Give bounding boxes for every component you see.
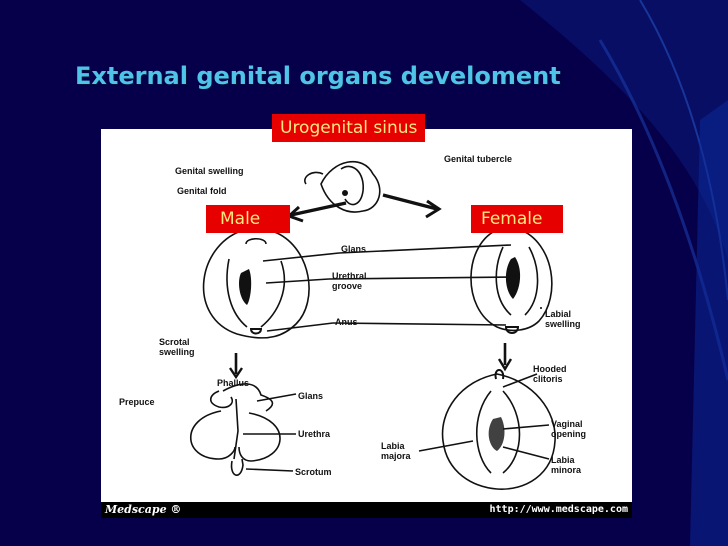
label-urethra: Urethra — [298, 429, 331, 439]
source-url: http://www.medscape.com — [489, 504, 628, 515]
label-anus: Anus — [335, 317, 358, 327]
label-glans-bottom: Glans — [298, 391, 324, 401]
label-scrotum: Scrotum — [295, 467, 332, 477]
label-labial-swelling: Labial swelling — [545, 309, 581, 329]
slide-title: External genital organs develoment — [75, 62, 561, 90]
label-glans-top: Glans — [341, 244, 367, 254]
urogenital-sinus-label: Urogenital sinus — [272, 114, 426, 142]
label-urethral-groove: Urethral groove — [332, 271, 367, 291]
label-vaginal-opening: Vaginal opening — [551, 419, 586, 439]
label-prepuce: Prepuce — [119, 397, 155, 407]
label-genital-fold: Genital fold — [177, 186, 227, 196]
medscape-logo: Medscape ® — [105, 503, 182, 516]
figure-drawing — [190, 160, 556, 490]
embryology-figure: Genital swelling Genital fold Genital tu… — [101, 129, 632, 518]
label-hooded-clitoris: Hooded clitoris — [533, 364, 567, 384]
female-label: Female — [471, 205, 563, 233]
label-genital-tubercle: Genital tubercle — [444, 154, 513, 164]
label-scrotal-swelling: Scrotal swelling — [159, 337, 195, 357]
male-label: Male — [206, 205, 290, 233]
label-labia-majora: Labia majora — [381, 441, 411, 461]
label-phallus: Phallus — [217, 378, 250, 388]
figure-footer: Medscape ® http://www.medscape.com — [101, 502, 632, 518]
label-genital-swelling: Genital swelling — [175, 166, 244, 176]
label-labia-minora: Labia minora — [551, 455, 582, 475]
